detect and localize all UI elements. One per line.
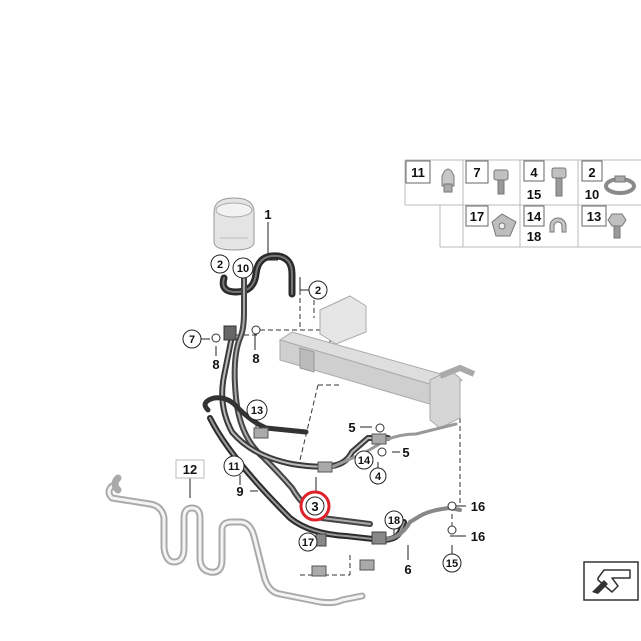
key-label-box (581, 205, 607, 227)
fittings (211, 325, 457, 577)
callout-16-lower[interactable]: 16 (471, 529, 485, 544)
callout-15[interactable]: 15 (442, 553, 462, 573)
callout-5-lower[interactable]: 5 (402, 445, 409, 460)
callout-label: 3 (311, 499, 318, 514)
hose-holder-icon (549, 217, 567, 233)
callout-18[interactable]: 18 (384, 510, 404, 530)
callout-2-right[interactable]: 2 (308, 280, 328, 300)
callout-label: 8 (212, 357, 219, 372)
callout-label: 14 (358, 455, 371, 467)
key-label-18: 18 (527, 229, 541, 244)
callout-9[interactable]: 9 (236, 484, 243, 499)
callout-5-upper[interactable]: 5 (348, 420, 355, 435)
key-label-14: 14 (527, 209, 542, 224)
callout-label: 13 (251, 405, 263, 417)
callout-12[interactable]: 12 (175, 459, 205, 479)
parts-key-table (404, 159, 641, 248)
key-label-box (523, 205, 545, 227)
key-label-17: 17 (470, 209, 484, 224)
callout-16-upper[interactable]: 16 (471, 499, 485, 514)
key-label-box (465, 160, 489, 184)
callout-label: 17 (302, 537, 314, 549)
callout-13[interactable]: 13 (246, 399, 268, 421)
key-label-box (581, 160, 603, 182)
key-label-2: 2 (588, 165, 595, 180)
bracket-clip-icon (491, 213, 517, 237)
callout-label: 12 (183, 462, 197, 477)
steering-gear-icon[interactable] (278, 295, 476, 429)
hose-clamp-icon (604, 175, 636, 195)
navigation-arrow-icon[interactable] (583, 561, 639, 601)
key-label-box (405, 160, 431, 184)
return-pipe-shine (233, 271, 371, 525)
callout-label: 10 (237, 263, 249, 275)
callout-8-right[interactable]: 8 (252, 351, 259, 366)
callout-1[interactable]: 1 (264, 207, 271, 222)
key-label-10: 10 (585, 187, 599, 202)
key-cell-4-15[interactable]: 4 15 (523, 160, 567, 202)
key-label-box (465, 205, 489, 227)
callout-2-top[interactable]: 2 (210, 254, 230, 274)
clamp-icon (441, 168, 455, 193)
key-cell-13[interactable]: 13 (581, 205, 627, 239)
key-cell-14-18[interactable]: 14 18 (523, 205, 567, 244)
callout-14[interactable]: 14 (354, 450, 374, 470)
key-label-11: 11 (411, 165, 425, 180)
key-label-4: 4 (530, 165, 538, 180)
callout-label: 8 (252, 351, 259, 366)
callout-11[interactable]: 11 (223, 455, 245, 477)
callout-6[interactable]: 6 (404, 562, 411, 577)
reservoir-icon[interactable] (213, 197, 255, 251)
callout-label: 18 (388, 515, 400, 527)
suction-hose (219, 252, 296, 298)
callout-3-highlighted[interactable]: 3 (299, 490, 331, 522)
callout-7[interactable]: 7 (182, 329, 202, 349)
callout-box (175, 459, 205, 479)
callout-label: 9 (236, 484, 243, 499)
key-cell-11[interactable]: 11 (405, 160, 455, 193)
key-label-15: 15 (527, 187, 541, 202)
callout-label: 2 (315, 285, 321, 297)
callout-label: 15 (446, 558, 458, 570)
callout-label: 2 (217, 259, 223, 271)
callout-label: 6 (404, 562, 411, 577)
hollow-bolt-icon (493, 169, 509, 195)
callout-label: 11 (228, 461, 240, 473)
oil-cooler-icon[interactable] (105, 474, 366, 607)
banjo-bolt-icon (551, 167, 567, 197)
callout-8-left[interactable]: 8 (212, 357, 219, 372)
key-cell-17[interactable]: 17 (465, 205, 517, 237)
callout-label: 5 (348, 420, 355, 435)
callout-17[interactable]: 17 (298, 532, 318, 552)
key-cell-7[interactable]: 7 (465, 160, 509, 195)
callout-10[interactable]: 10 (232, 257, 254, 279)
key-cell-2-10[interactable]: 2 10 (581, 160, 636, 202)
callout-4[interactable]: 4 (369, 467, 387, 485)
callout-label: 1 (264, 207, 271, 222)
callout-label: 16 (471, 499, 485, 514)
callout-label: 5 (402, 445, 409, 460)
right-line (378, 506, 462, 542)
callout-label: 7 (189, 334, 195, 346)
feed-line (202, 395, 309, 435)
suction-hose-shine (222, 254, 293, 295)
callout-label: 16 (471, 529, 485, 544)
key-label-13: 13 (587, 209, 601, 224)
hex-bolt-icon (607, 213, 627, 239)
key-label-box (523, 160, 545, 182)
callout-label: 4 (375, 471, 382, 483)
key-label-7: 7 (473, 165, 480, 180)
